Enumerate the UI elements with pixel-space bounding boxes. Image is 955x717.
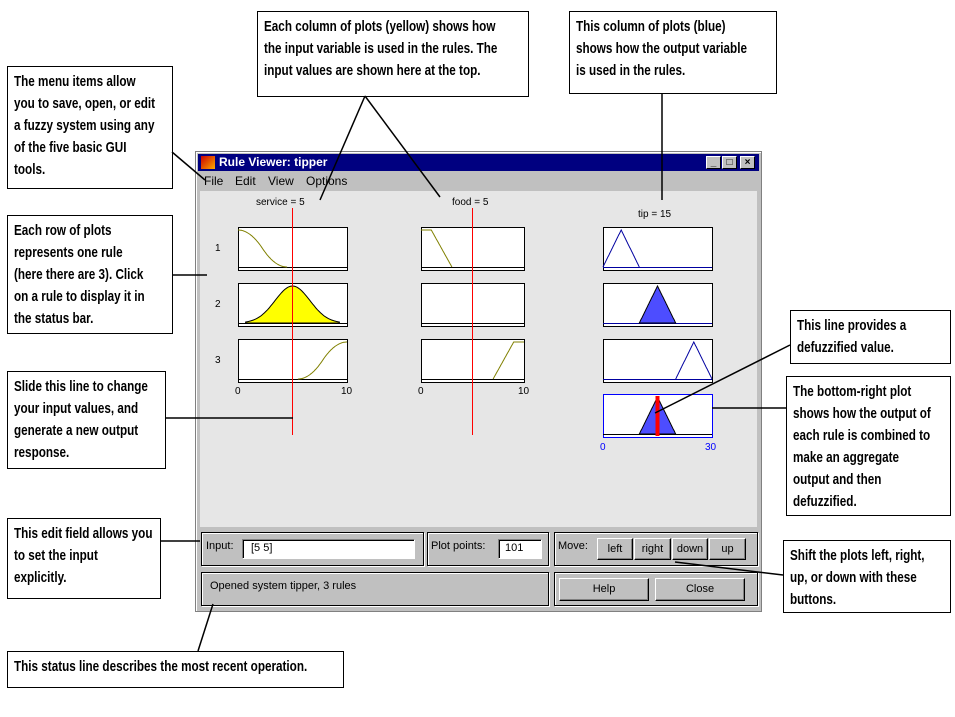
service-tick-min: 0 bbox=[235, 386, 241, 397]
food-rule-3-curve bbox=[492, 341, 524, 380]
callout-text: This line provides a defuzzified value. bbox=[797, 317, 907, 356]
service-rule-3-curve bbox=[297, 341, 347, 380]
menu-edit[interactable]: Edit bbox=[235, 174, 256, 188]
close-button[interactable]: Close bbox=[655, 578, 745, 601]
callout-text: Shift the plots left, right, up, or down… bbox=[790, 547, 925, 608]
callout-menu: The menu items allow you to save, open, … bbox=[7, 66, 173, 189]
move-up-button[interactable]: up bbox=[709, 538, 746, 560]
callout-aggregate: The bottom-right plot shows how the outp… bbox=[786, 376, 951, 516]
minimize-icon[interactable]: _ bbox=[706, 156, 721, 169]
help-button[interactable]: Help bbox=[559, 578, 649, 601]
callout-status: This status line describes the most rece… bbox=[7, 651, 344, 688]
plot-points-field[interactable]: 101 bbox=[498, 539, 542, 559]
callout-rows: Each row of plots represents one rule (h… bbox=[7, 215, 173, 334]
food-label: food = 5 bbox=[452, 197, 489, 208]
callout-text: The menu items allow you to save, open, … bbox=[14, 73, 156, 178]
callout-shift: Shift the plots left, right, up, or down… bbox=[783, 540, 951, 613]
callout-text: Each row of plots represents one rule (h… bbox=[14, 222, 145, 327]
callout-edit-field: This edit field allows you to set the in… bbox=[7, 518, 161, 599]
plot-points-panel: Plot points: 101 bbox=[427, 532, 549, 566]
callout-text: This edit field allows you to set the in… bbox=[14, 525, 153, 586]
tip-rule-2-curve bbox=[638, 284, 677, 324]
service-tick-max: 10 bbox=[341, 386, 353, 397]
input-field[interactable]: [5 5] bbox=[242, 539, 415, 559]
service-rule-1-curve bbox=[238, 229, 288, 268]
callout-slide: Slide this line to change your input val… bbox=[7, 371, 166, 469]
callout-text: The bottom-right plot shows how the outp… bbox=[793, 383, 931, 510]
callout-input-columns: Each column of plots (yellow) shows how … bbox=[257, 11, 529, 97]
callout-text: This column of plots (blue) shows how th… bbox=[576, 18, 747, 79]
maximize-icon[interactable]: □ bbox=[722, 156, 737, 169]
callout-text: Slide this line to change your input val… bbox=[14, 378, 148, 461]
move-down-button[interactable]: down bbox=[672, 538, 708, 560]
input-panel: Input: [5 5] bbox=[201, 532, 424, 566]
callout-output-column: This column of plots (blue) shows how th… bbox=[569, 11, 777, 94]
rule-number-3[interactable]: 3 bbox=[215, 355, 221, 366]
status-bar: Opened system tipper, 3 rules bbox=[201, 572, 549, 606]
close-icon[interactable]: × bbox=[740, 156, 755, 169]
food-tick-max: 10 bbox=[518, 386, 530, 397]
rule-number-2[interactable]: 2 bbox=[215, 299, 221, 310]
move-right-button[interactable]: right bbox=[634, 538, 671, 560]
defuzzified-value-line bbox=[655, 396, 660, 436]
window-title: Rule Viewer: tipper bbox=[219, 155, 328, 169]
plot-points-label: Plot points: bbox=[431, 540, 486, 552]
help-close-panel: Help Close bbox=[554, 572, 758, 606]
move-panel: Move: left right down up bbox=[554, 532, 758, 566]
move-label: Move: bbox=[558, 540, 588, 552]
rule-number-1[interactable]: 1 bbox=[215, 243, 221, 254]
menu-view[interactable]: View bbox=[268, 174, 294, 188]
status-text: Opened system tipper, 3 rules bbox=[210, 580, 357, 592]
callout-text: Each column of plots (yellow) shows how … bbox=[264, 18, 498, 79]
tip-rule-1-plot bbox=[603, 227, 713, 271]
move-left-button[interactable]: left bbox=[597, 538, 633, 560]
callout-defuzz-line: This line provides a defuzzified value. bbox=[790, 310, 951, 364]
tip-tick-min: 0 bbox=[600, 442, 606, 453]
food-rule-1-curve bbox=[421, 229, 453, 268]
service-label: service = 5 bbox=[256, 197, 305, 208]
tip-label: tip = 15 bbox=[638, 209, 672, 220]
input-label: Input: bbox=[206, 540, 234, 552]
callout-text: This status line describes the most rece… bbox=[14, 658, 308, 675]
menu-file[interactable]: File bbox=[204, 174, 224, 188]
tip-rule-1-curve bbox=[602, 228, 640, 268]
tip-tick-max: 30 bbox=[705, 442, 717, 453]
food-tick-min: 0 bbox=[418, 386, 424, 397]
